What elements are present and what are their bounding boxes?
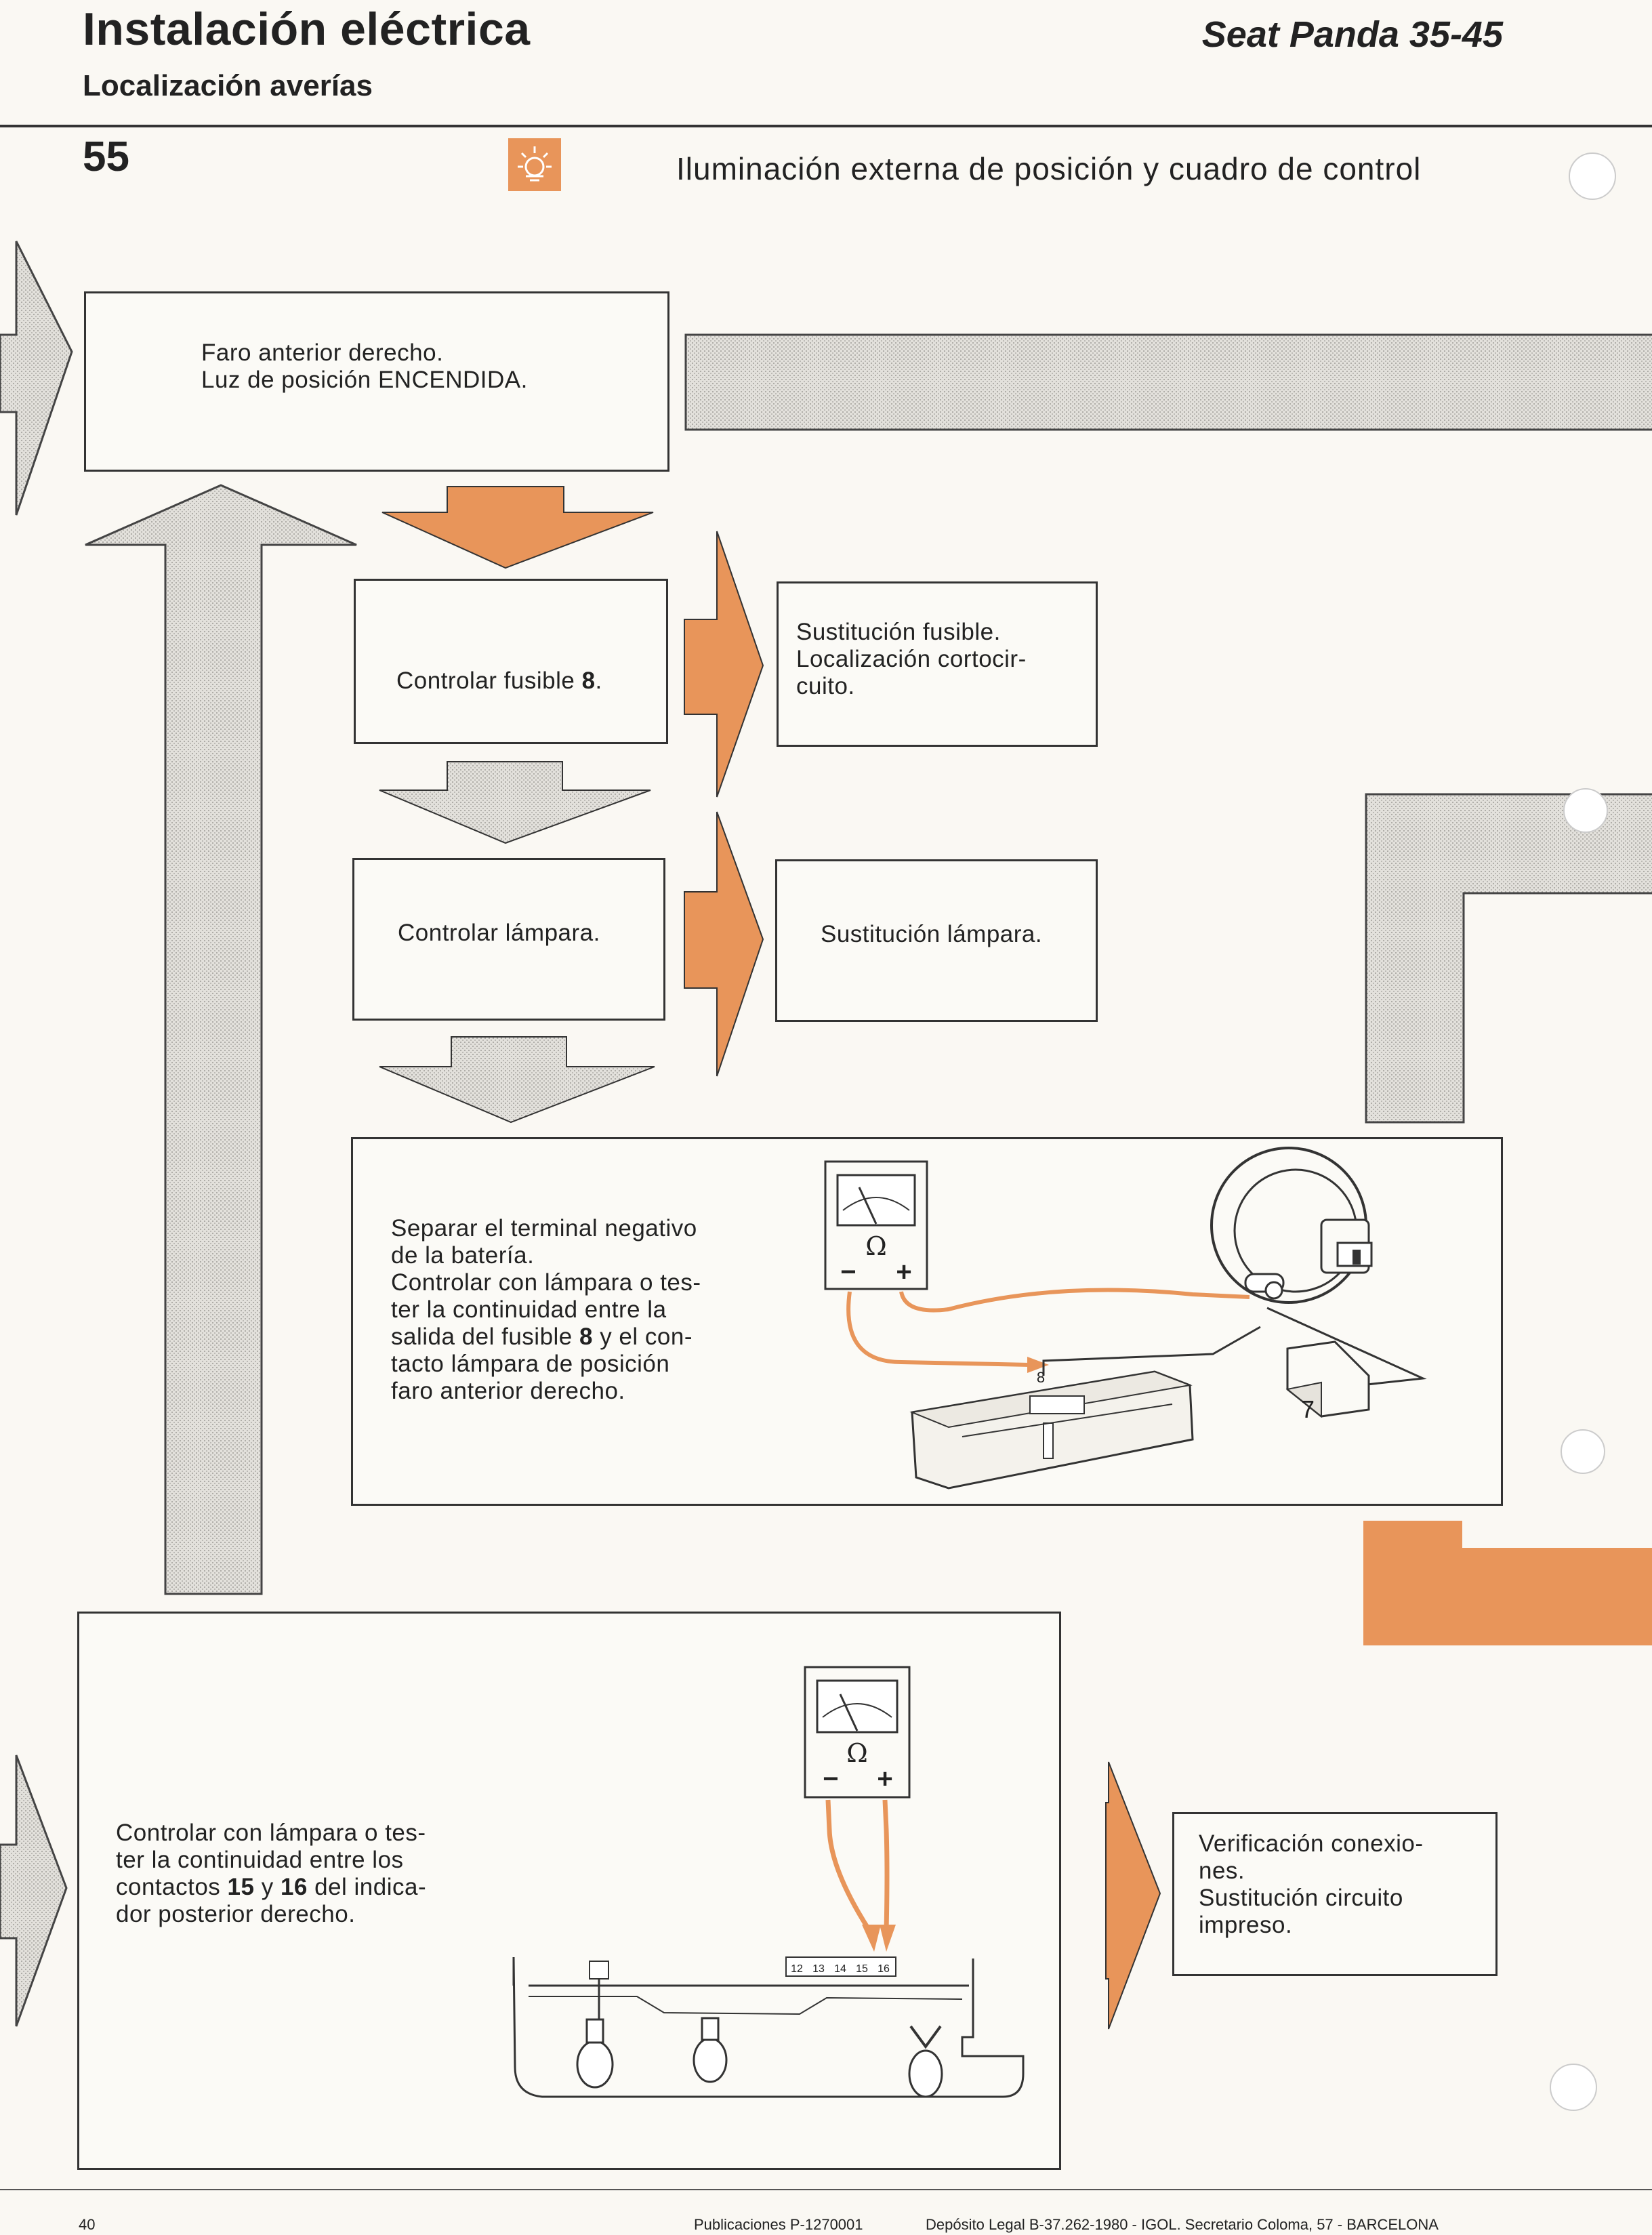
down-arrow-gray-1 [379, 761, 651, 844]
continuity-box-front: Separar el terminal negativo de la bater… [351, 1137, 1503, 1506]
stippled-l-shape [1365, 793, 1652, 1124]
entry-arrow-top [0, 241, 73, 516]
down-arrow-orange [381, 486, 654, 569]
check-fuse-text: Controlar fusible 8. [396, 640, 602, 695]
text-fragment: salida del fusible [391, 1324, 579, 1350]
punch-hole [1563, 788, 1608, 833]
section-title: Iluminación externa de posición y cuadro… [676, 151, 1422, 186]
fuse-number: 8 [579, 1324, 593, 1350]
continuity-text-front: Separar el terminal negativo de la bater… [391, 1215, 743, 1405]
footer-rule [0, 2189, 1652, 2190]
lamp-result-text: Sustitución lámpara. [821, 921, 1043, 947]
footer-page: 40 [79, 2216, 96, 2233]
text-line: contactos 15 y 16 del indica- [116, 1874, 495, 1901]
footer-publication: Publicaciones P-1270001 [694, 2216, 863, 2233]
punch-hole [1550, 2064, 1597, 2111]
final-result-box: Verificación conexio- nes. Sustitución c… [1172, 1812, 1498, 1976]
return-arrow-up [85, 484, 357, 1595]
right-arrow-lamp [684, 811, 764, 1077]
footer-legal: Depósito Legal B-37.262-1980 - IGOL. Sec… [926, 2216, 1439, 2233]
punch-hole [1569, 152, 1616, 200]
text-line: Separar el terminal negativo [391, 1215, 697, 1242]
orange-block [1363, 1521, 1652, 1645]
document-title: Instalación eléctrica [83, 3, 531, 55]
continuity-text-rear: Controlar con lámpara o tes- ter la cont… [116, 1820, 495, 1928]
check-lamp-box: Controlar lámpara. [352, 858, 665, 1021]
text-fragment: del indica- [307, 1874, 427, 1900]
right-arrow-final [1105, 1761, 1161, 2030]
stippled-bar-top [684, 333, 1652, 431]
punch-hole [1561, 1429, 1605, 1474]
text-line: dor posterior derecho. [116, 1901, 356, 1927]
text-fragment: y el con- [592, 1324, 693, 1350]
contact-number: 16 [280, 1874, 308, 1900]
text-line: de la batería. [391, 1242, 535, 1269]
text-line: ter la continuidad entre los [116, 1847, 404, 1873]
text-line: ter la continuidad entre la [391, 1296, 667, 1323]
check-fuse-suffix: . [595, 668, 602, 694]
right-arrow-fuse [684, 531, 764, 798]
vehicle-model: Seat Panda 35-45 [1201, 14, 1503, 55]
check-fuse-box: Controlar fusible 8. [354, 579, 668, 744]
fuse-result-box: Sustitución fusible. Localización cortoc… [777, 581, 1098, 747]
light-bulb-icon [508, 138, 561, 191]
text-line: Controlar con lámpara o tes- [116, 1820, 426, 1846]
entry-arrow-bottom [0, 1755, 68, 2027]
text-fragment: y [254, 1874, 281, 1900]
continuity-box-rear: Controlar con lámpara o tes- ter la cont… [77, 1612, 1061, 2170]
down-arrow-gray-2 [379, 1036, 655, 1124]
start-text: Faro anterior derecho. Luz de posición E… [201, 340, 528, 393]
check-lamp-text: Controlar lámpara. [398, 920, 600, 946]
text-fragment: contactos [116, 1874, 228, 1900]
section-number: 55 [83, 134, 129, 180]
check-fuse-prefix: Controlar fusible [396, 668, 582, 694]
text-line: faro anterior derecho. [391, 1378, 625, 1404]
text-line: salida del fusible 8 y el con- [391, 1324, 743, 1351]
start-box: Faro anterior derecho. Luz de posición E… [84, 291, 669, 472]
final-result-text: Verificación conexio- nes. Sustitución c… [1199, 1830, 1424, 1938]
fuse-number: 8 [581, 668, 596, 694]
header-rule [0, 125, 1652, 127]
document-subtitle: Localización averías [83, 69, 373, 102]
text-line: tacto lámpara de posición [391, 1351, 670, 1377]
lamp-result-box: Sustitución lámpara. [775, 859, 1098, 1022]
text-line: Controlar con lámpara o tes- [391, 1269, 701, 1296]
contact-number: 15 [227, 1874, 255, 1900]
fuse-result-text: Sustitución fusible. Localización cortoc… [796, 619, 1027, 699]
